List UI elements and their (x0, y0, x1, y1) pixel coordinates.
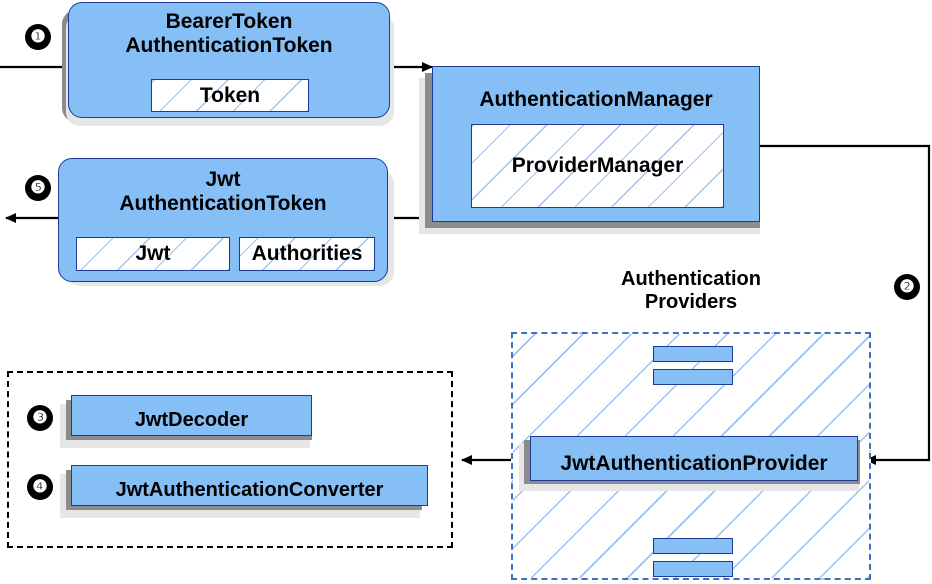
bearer-token-field-token-label: Token (199, 83, 261, 107)
jwt-authentication-provider-node[interactable]: JwtAuthenticationProvider (530, 436, 858, 481)
connector-manager-to-provider (760, 144, 931, 465)
jwt-authentication-token-node[interactable]: Jwt AuthenticationToken Jwt Authorities (58, 158, 388, 282)
step-marker-1: ❶ (25, 24, 51, 50)
provider-bar-bottom-1 (653, 538, 733, 554)
jwt-authentication-provider-title: JwtAuthenticationProvider (560, 451, 828, 475)
jwt-decoder-node[interactable]: JwtDecoder (71, 395, 312, 436)
bearer-token-field-token: Token (151, 79, 309, 112)
authentication-manager-node[interactable]: AuthenticationManager ProviderManager (432, 66, 760, 222)
jwt-decoder-title: JwtDecoder (134, 408, 249, 431)
step-marker-5: ❺ (25, 175, 51, 201)
jwt-token-field-jwt: Jwt (76, 237, 230, 271)
jwt-authentication-token-title: Jwt AuthenticationToken (119, 168, 327, 215)
authentication-manager-title: AuthenticationManager (479, 88, 713, 111)
provider-bar-bottom-2 (653, 561, 733, 577)
bearer-token-authentication-token-title: BearerToken AuthenticationToken (125, 10, 333, 57)
step-marker-2: ❷ (894, 274, 920, 300)
provider-bar-top-2 (653, 369, 733, 385)
provider-manager-field: ProviderManager (471, 124, 724, 208)
jwt-token-field-authorities: Authorities (239, 237, 375, 271)
provider-bar-top-1 (653, 346, 733, 362)
step-marker-4: ❹ (27, 474, 53, 500)
provider-manager-label: ProviderManager (511, 154, 684, 177)
bearer-token-authentication-token-node[interactable]: BearerToken AuthenticationToken Token (68, 2, 390, 118)
jwt-authentication-converter-node[interactable]: JwtAuthenticationConverter (71, 465, 428, 506)
jwt-authentication-converter-title: JwtAuthenticationConverter (115, 478, 384, 501)
step-marker-3: ❸ (27, 405, 53, 431)
jwt-token-field-jwt-label: Jwt (135, 242, 171, 265)
authentication-providers-label: Authentication Providers (621, 268, 761, 313)
jwt-token-field-authorities-label: Authorities (251, 242, 363, 265)
